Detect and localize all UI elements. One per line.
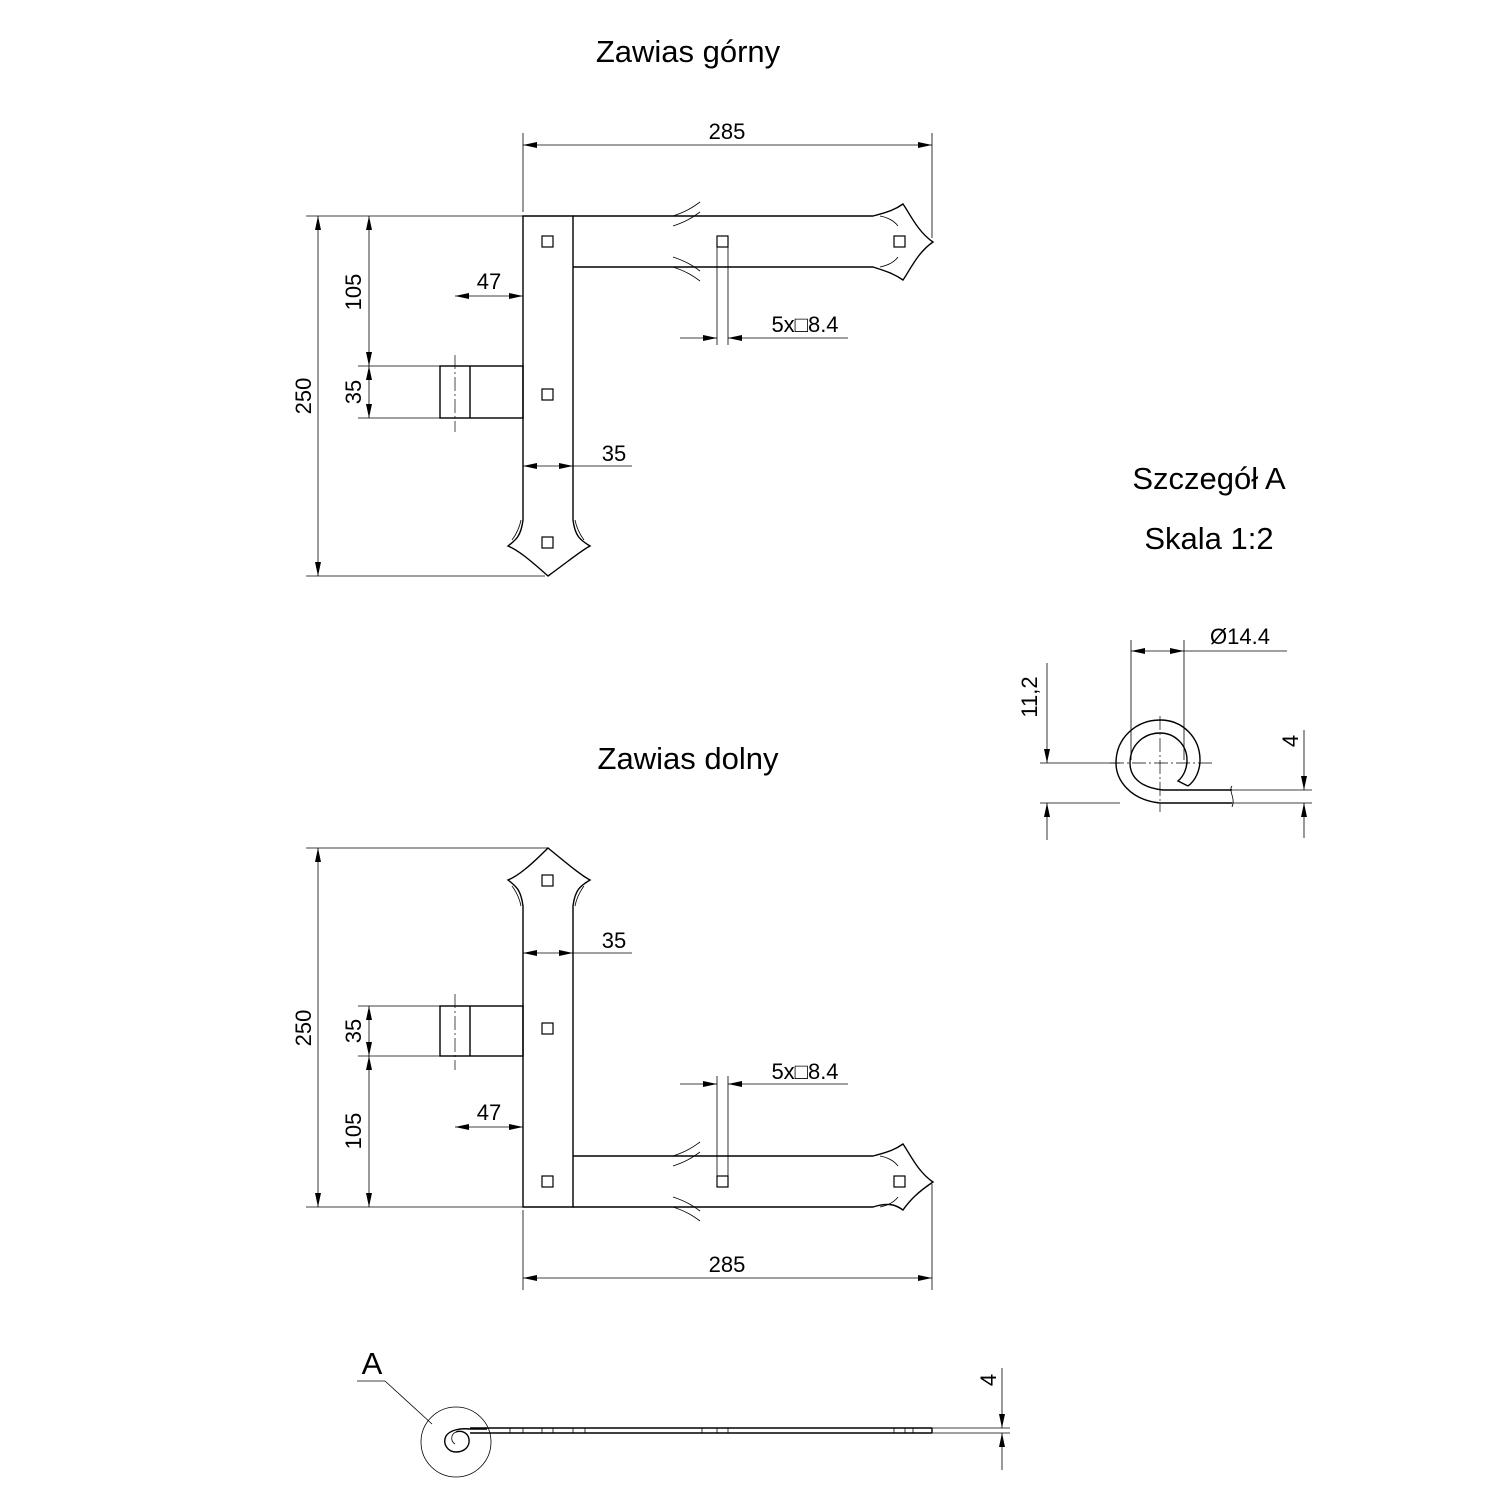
side-view-hole-marks: [509, 1428, 914, 1433]
lower-vertical-strap: [506, 847, 592, 1208]
side-view-curl-inner: [451, 1431, 457, 1445]
lower-dim-height: 250: [291, 1010, 316, 1047]
lower-knuckle: [439, 1005, 524, 1057]
lower-dim-bottom: 105: [341, 1113, 366, 1150]
lower-hole-2: [541, 1022, 554, 1035]
upper-hole-3: [541, 536, 554, 549]
upper-end-curl-top: [879, 215, 899, 227]
lower-dim-holes: 5x□8.4: [771, 1059, 838, 1084]
detail-a: Szczegół A Skala 1:2 Ø14.4 11,2 4: [1017, 461, 1312, 840]
detail-title: Szczegół A: [1132, 461, 1286, 496]
lower-dim-width: 35: [602, 928, 626, 953]
upper-dim-top: 105: [341, 274, 366, 311]
detail-dim-height: 11,2: [1017, 676, 1042, 717]
detail-scale: Skala 1:2: [1144, 521, 1273, 556]
upper-vertical-strap: [506, 215, 592, 577]
detail-knuckle-inner: [1129, 732, 1232, 791]
lower-tip-curl-left: [511, 885, 522, 907]
lower-notch-bottom-inner: [672, 1196, 701, 1212]
lower-hole-1: [541, 874, 554, 887]
lower-end-curl-top: [879, 1155, 899, 1167]
upper-dim-offset: 47: [477, 269, 501, 294]
lower-notch-bottom: [672, 1206, 701, 1222]
upper-horizontal-strap: [573, 203, 935, 281]
side-view-leader: [384, 1380, 433, 1425]
detail-dim-thickness: 4: [1278, 735, 1303, 747]
upper-tip-curl-left: [511, 519, 522, 541]
lower-dim-35w-arrow: [559, 950, 573, 956]
lower-notch-top: [672, 1141, 701, 1157]
upper-dim-35w-arrow: [559, 463, 573, 469]
side-dim-thickness: 4: [976, 1374, 1001, 1386]
upper-notch-top-inner: [672, 211, 701, 227]
lower-hinge: Zawias dolny 285 250: [291, 741, 935, 1290]
lower-tip-curl-right: [574, 885, 585, 907]
upper-dim-holes: 5x□8.4: [771, 312, 838, 337]
side-view: A 4: [357, 1346, 1010, 1478]
upper-hinge-title: Zawias górny: [596, 34, 781, 69]
upper-dim-length: 285: [709, 119, 746, 144]
side-view-label: A: [362, 1346, 383, 1381]
upper-notch-top: [672, 201, 701, 217]
side-view-curl: [444, 1428, 487, 1453]
upper-notch-bottom: [672, 266, 701, 282]
lower-dim-knuckle: 35: [341, 1019, 366, 1043]
upper-end-curl-bottom: [879, 256, 899, 268]
upper-hole-2: [541, 388, 554, 401]
upper-dim-knuckle: 35: [341, 380, 366, 404]
lower-dim-offset: 47: [477, 1100, 501, 1125]
lower-hole-5: [893, 1175, 906, 1188]
detail-break-line: [1230, 785, 1234, 808]
upper-notch-bottom-inner: [672, 256, 701, 272]
detail-circle: [420, 1406, 492, 1478]
upper-knuckle: [439, 365, 524, 419]
upper-hinge: Zawias górny 285 250: [291, 34, 935, 577]
upper-hole-1: [541, 235, 554, 248]
lower-hole-4: [716, 1175, 729, 1188]
lower-horizontal-strap: [573, 1143, 935, 1211]
lower-notch-top-inner: [672, 1151, 701, 1167]
upper-hole-5: [893, 235, 906, 248]
lower-end-curl-bottom: [879, 1196, 899, 1208]
upper-dim-height: 250: [291, 378, 316, 415]
detail-dim-diameter: Ø14.4: [1210, 624, 1270, 649]
lower-hole-3: [541, 1175, 554, 1188]
upper-hole-4: [716, 235, 729, 248]
upper-dim-width: 35: [602, 441, 626, 466]
lower-dim-length: 285: [709, 1252, 746, 1277]
lower-hinge-title: Zawias dolny: [598, 741, 779, 776]
upper-tip-curl-right: [574, 519, 585, 541]
